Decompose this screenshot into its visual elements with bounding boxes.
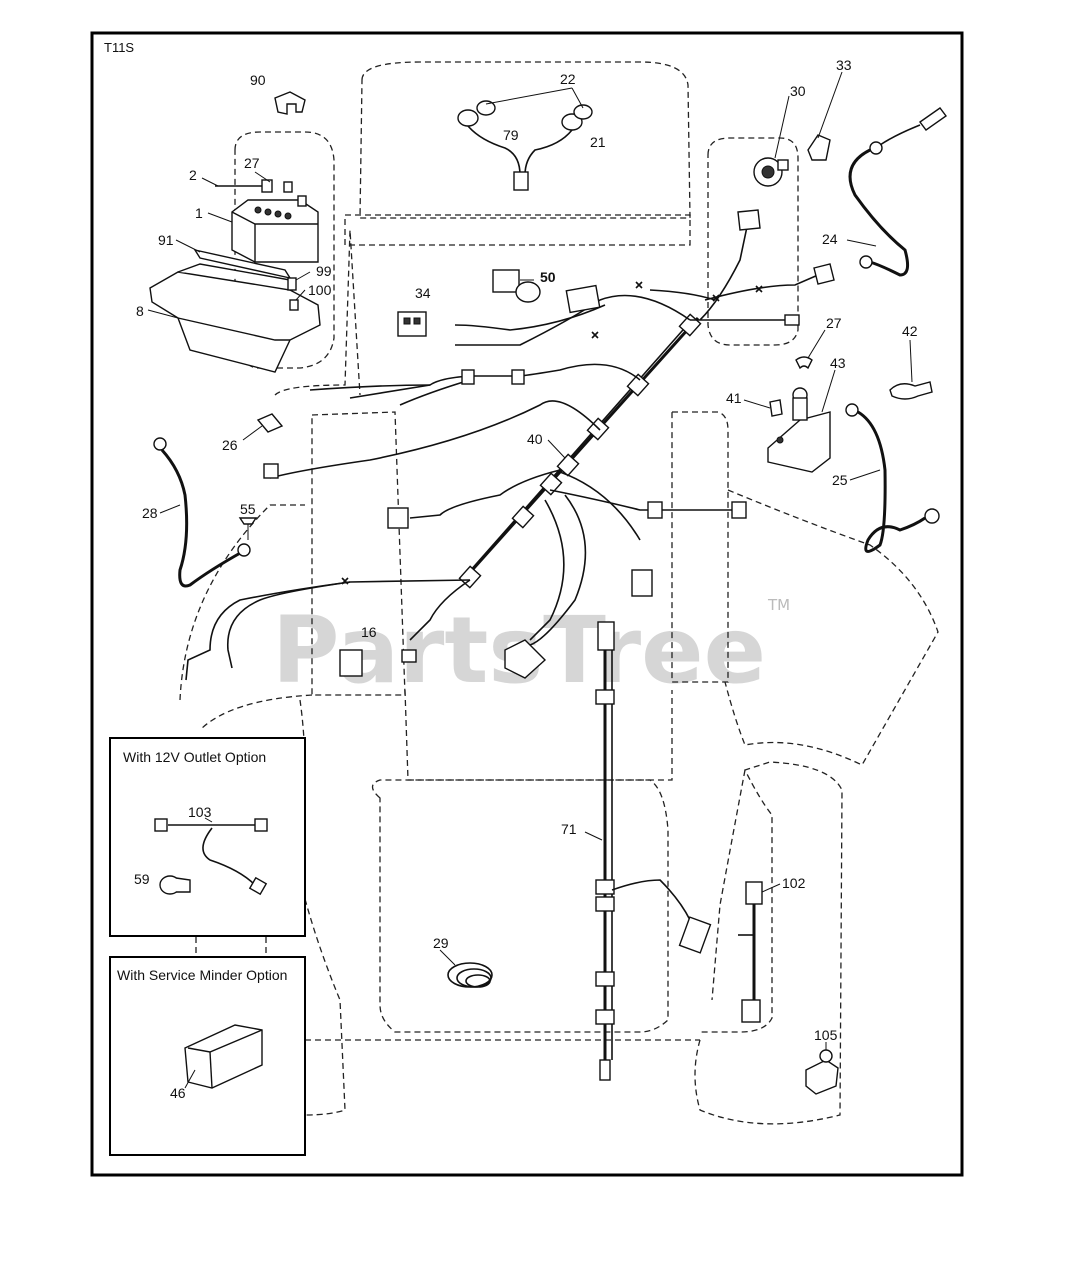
- callout-2: 2: [189, 167, 197, 183]
- watermark-tm: TM: [767, 596, 790, 614]
- option-title-service-minder: With Service Minder Option: [117, 967, 287, 983]
- callout-100: 100: [308, 282, 332, 298]
- connector-small: [263, 463, 279, 479]
- switch-assembly-102: [738, 881, 763, 1023]
- callout-27b: 27: [826, 315, 842, 331]
- callout-41: 41: [726, 390, 742, 406]
- callout-1: 1: [195, 205, 203, 221]
- clip-26: [256, 413, 284, 433]
- ground-cable-28: [153, 437, 251, 588]
- switch-105: [805, 1049, 839, 1095]
- callout-99: 99: [316, 263, 332, 279]
- callout-29: 29: [433, 935, 449, 951]
- option-title-12v-outlet: With 12V Outlet Option: [123, 749, 266, 765]
- callout-91: 91: [158, 232, 174, 248]
- rear-harness-71: [595, 621, 712, 1081]
- callout-59: 59: [134, 871, 150, 887]
- washer-27: [795, 356, 813, 370]
- chassis-outlines: [179, 61, 939, 1125]
- callout-102: 102: [782, 875, 806, 891]
- switch-50: [492, 269, 541, 303]
- callout-8: 8: [136, 303, 144, 319]
- callout-105: 105: [814, 1027, 838, 1043]
- callout-30: 30: [790, 83, 806, 99]
- bracket-90: [274, 91, 306, 115]
- callout-43: 43: [830, 355, 846, 371]
- leader-lines: [147, 71, 913, 1089]
- callout-34: 34: [415, 285, 431, 301]
- diagram-frame: [90, 31, 964, 1177]
- callout-71: 71: [561, 821, 577, 837]
- callout-40: 40: [527, 431, 543, 447]
- callout-79: 79: [503, 127, 519, 143]
- screw-41: [769, 399, 783, 417]
- key-33: [807, 134, 831, 161]
- callout-25: 25: [832, 472, 848, 488]
- main-harness: [185, 221, 819, 830]
- coil-29: [447, 962, 493, 988]
- connector-lower: [631, 569, 653, 597]
- battery-assembly: [149, 179, 321, 373]
- callout-50: 50: [540, 269, 556, 285]
- callout-27: 27: [244, 155, 260, 171]
- connector-16: [339, 649, 363, 677]
- callout-33: 33: [836, 57, 852, 73]
- callout-42: 42: [902, 323, 918, 339]
- callout-55: 55: [240, 501, 256, 517]
- connector-left: [387, 507, 409, 529]
- connector-top: [737, 209, 761, 231]
- bolt-42: [889, 381, 933, 400]
- option-box-service-minder: With Service Minder Option: [109, 956, 306, 1156]
- fuse-holder-34: [397, 311, 427, 337]
- battery-cable-24: [848, 107, 947, 277]
- headlight-assembly: [457, 87, 593, 191]
- diagram-code: T11S: [104, 40, 134, 55]
- connector-right: [813, 263, 835, 285]
- module-center: [504, 639, 547, 679]
- option-box-12v-outlet: With 12V Outlet Option: [109, 737, 306, 937]
- callout-21: 21: [590, 134, 606, 150]
- callout-90: 90: [250, 72, 266, 88]
- cable-25: [845, 403, 940, 553]
- ignition-switch-30: [753, 157, 789, 187]
- callout-22: 22: [560, 71, 576, 87]
- label-plate: [565, 284, 601, 314]
- callout-24: 24: [822, 231, 838, 247]
- callout-103: 103: [188, 804, 212, 820]
- callout-46: 46: [170, 1085, 186, 1101]
- callout-28: 28: [142, 505, 158, 521]
- solenoid-43: [767, 387, 831, 473]
- callout-numbers: 90 22 30 33 27 2 1 79 21 91 99 100 8 50 …: [134, 57, 918, 1101]
- callout-26: 26: [222, 437, 238, 453]
- bolt-55: [238, 517, 258, 540]
- callout-16: 16: [361, 624, 377, 640]
